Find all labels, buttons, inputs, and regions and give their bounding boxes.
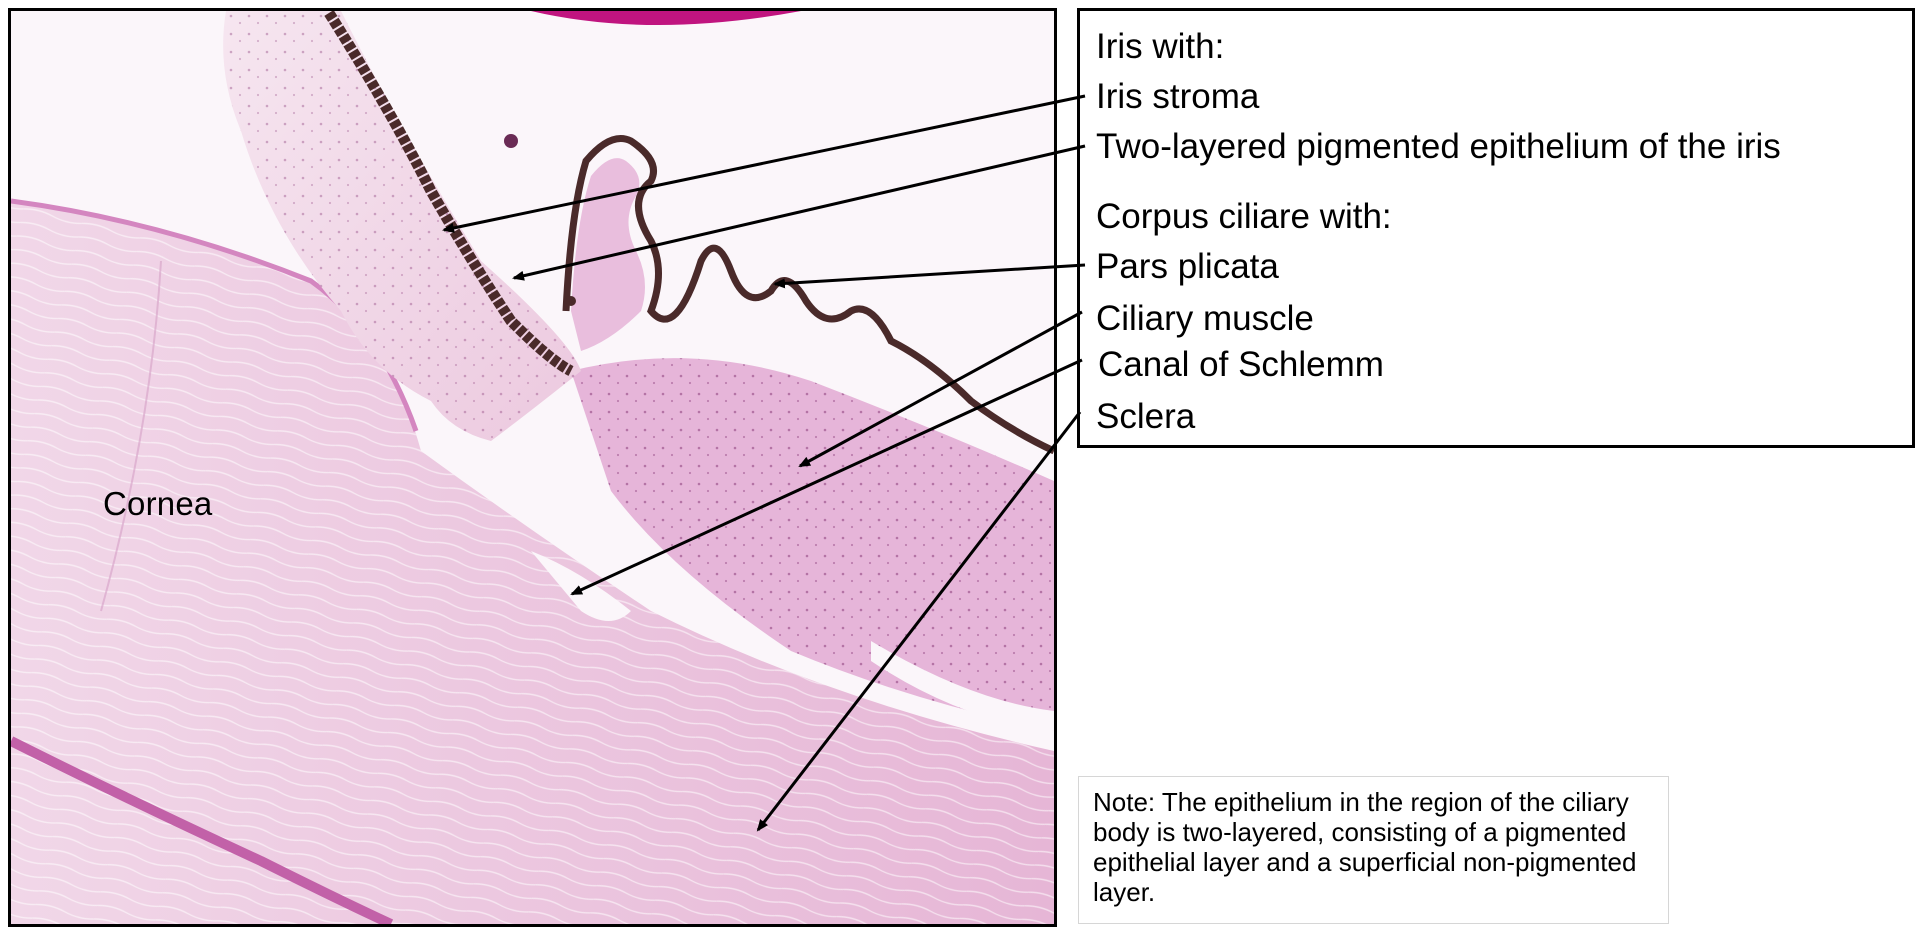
note-text: Note: The epithelium in the region of th… bbox=[1093, 787, 1637, 907]
cornea-label: Cornea bbox=[103, 485, 213, 522]
histology-micrograph bbox=[11, 11, 1054, 924]
lens bbox=[531, 11, 801, 25]
pigment-cluster bbox=[566, 296, 576, 306]
iris-stroma-nuclei bbox=[223, 11, 581, 441]
legend-canal-schlemm: Canal of Schlemm bbox=[1098, 345, 1384, 384]
legend-ciliary-muscle: Ciliary muscle bbox=[1096, 299, 1314, 338]
legend-sclera: Sclera bbox=[1096, 397, 1196, 436]
legend-iris-epithelium: Two-layered pigmented epithelium of the … bbox=[1096, 127, 1781, 166]
legend-iris-header: Iris with: bbox=[1096, 27, 1225, 66]
legend-pars-plicata: Pars plicata bbox=[1096, 247, 1279, 286]
pigment-cluster bbox=[504, 134, 518, 148]
legend-corpus-header: Corpus ciliare with: bbox=[1096, 197, 1392, 236]
micrograph-panel: Cornea bbox=[8, 8, 1057, 927]
note-box: Note: The epithelium in the region of th… bbox=[1078, 776, 1669, 924]
corneal-endothelium-edge bbox=[11, 736, 394, 924]
legend-iris-stroma: Iris stroma bbox=[1096, 77, 1260, 116]
legend-box: Iris with: Iris stroma Two-layered pigme… bbox=[1077, 8, 1915, 448]
corneal-fold bbox=[100, 260, 162, 612]
